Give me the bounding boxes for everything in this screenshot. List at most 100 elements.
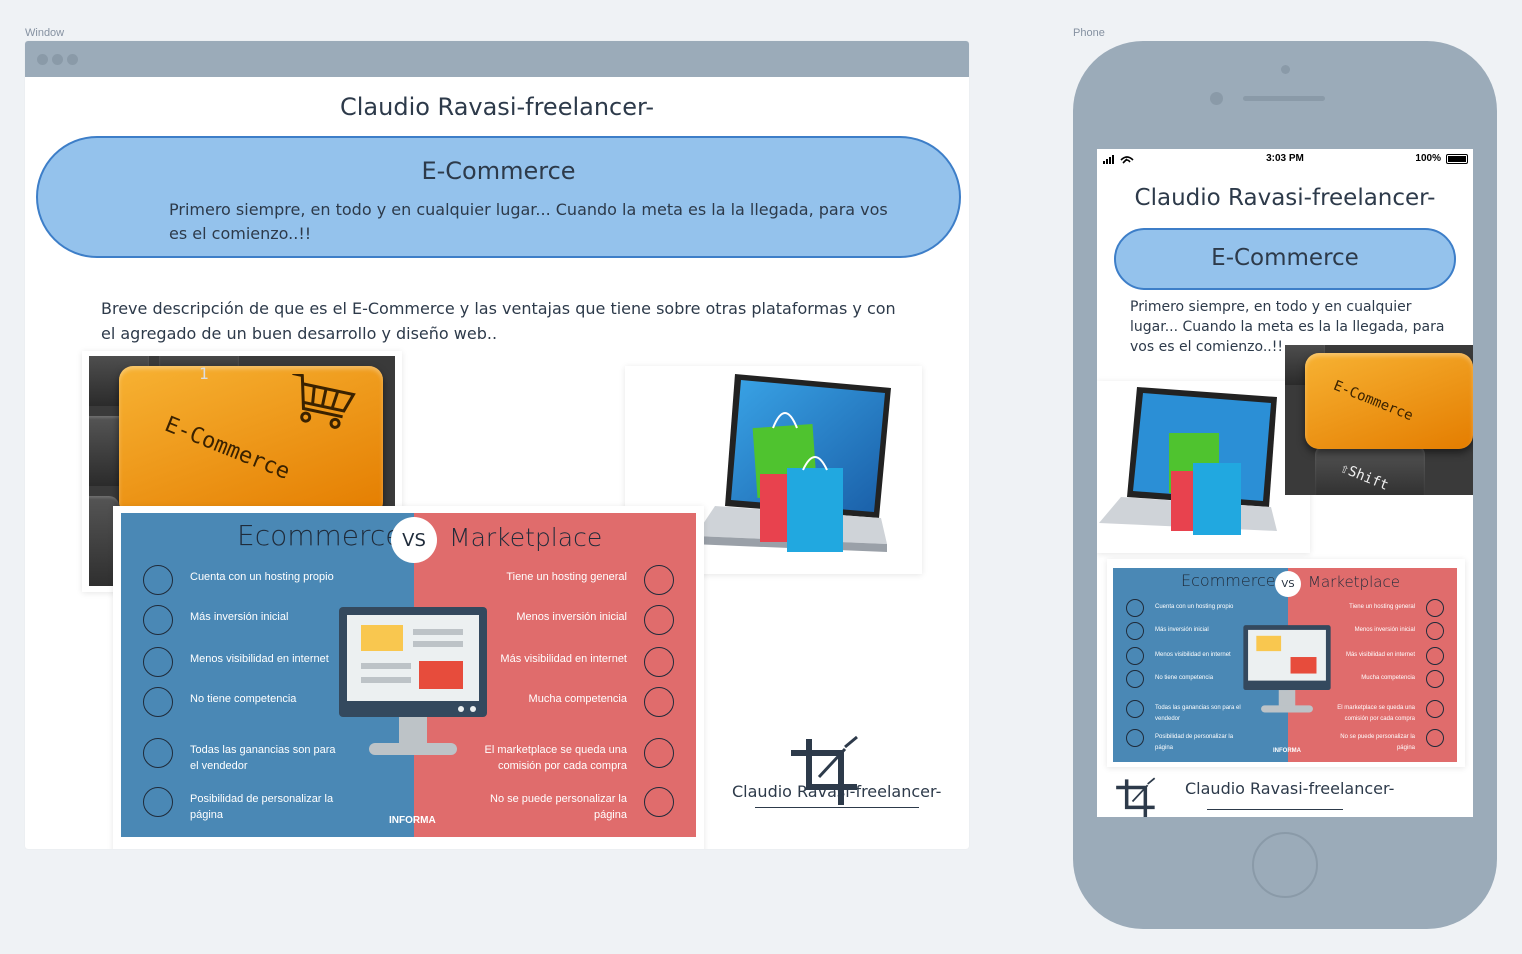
phone-camera [1281,65,1290,74]
right-row-text: Tiene un hosting general [506,571,627,583]
left-row-icon [143,605,173,635]
phone-crop-logo-icon [1116,777,1156,817]
right-row-icon [1426,599,1444,617]
window-content: Claudio Ravasi-freelancer- E-Commerce Pr… [25,77,969,849]
right-row-text: Mucha competencia [1361,675,1415,681]
left-row-icon [143,787,173,817]
phone-speaker [1243,96,1325,101]
left-row-text: Más inversión inicial [190,611,289,623]
right-row-icon [644,605,674,635]
left-row-text: Todas las ganancias son para el vendedor [1155,705,1241,722]
right-row-text: El marketplace se queda una comisión por… [1337,705,1415,722]
left-row-icon [143,738,173,768]
ecommerce-vs-marketplace-infographic: Ecommerce VS Marketplace INFORMA [121,513,696,837]
infographic-brand: INFORMA [389,815,436,826]
phone-infographic-right-title: Marketplace [1308,573,1400,591]
phone-home-button[interactable] [1252,832,1318,898]
phone-infographic-left-title: Ecommerce [1181,571,1276,590]
phone-infographic: Ecommerce VS Marketplace INFORMA Cuenta … [1113,568,1457,762]
keyboard-number-label: 1 [199,364,209,383]
phone-screen: 3:03 PM 100% Claudio Ravasi-freelancer- … [1097,149,1473,817]
left-row-text: No tiene competencia [1155,675,1214,681]
shopping-cart-icon [292,374,356,429]
laptop-shopping-bags-image [691,374,891,552]
key-image [1315,445,1425,495]
left-row-text: Cuenta con un hosting propio [1155,604,1234,610]
phone-orange-key [1305,353,1473,449]
hero-title: E-Commerce [421,157,576,185]
phone-laptop-image [1099,387,1277,535]
left-row-icon [1126,599,1144,617]
window-maximize-dot[interactable] [67,53,78,65]
phone-site-title: Claudio Ravasi-freelancer- [1134,185,1436,211]
battery-icon [1446,154,1468,164]
right-row-text: Tiene un hosting general [1349,604,1415,610]
left-row-icon [143,647,173,677]
phone-hero-banner: E-Commerce [1114,228,1456,290]
left-row-text: No tiene competencia [190,693,297,705]
right-row-icon [644,687,674,717]
right-row-icon [1426,647,1444,665]
window-frame-label: Window [25,27,65,39]
phone-front-sensor [1210,92,1223,105]
left-row-icon [1126,647,1144,665]
phone-infographic-card: Ecommerce VS Marketplace INFORMA Cuenta … [1107,559,1465,767]
infographic-left-title: Ecommerce [237,519,403,552]
window-close-dot[interactable] [37,53,48,65]
signal-icon [1103,155,1134,164]
phone-infographic-brand: INFORMA [1273,748,1301,754]
phone-footer-underline [1207,809,1343,810]
left-row-text: Todas las ganancias son para el vendedor [190,744,336,772]
laptop-shopping-card [625,366,922,574]
right-row-text: No se puede personalizar la página [1340,734,1415,751]
status-bar: 3:03 PM 100% [1097,149,1473,169]
right-row-icon [1426,670,1444,688]
phone-keyboard-image: E-Commerce ⇧Shift [1285,345,1473,495]
hero-text: Primero siempre, en todo y en cualquier … [169,200,888,243]
hero-banner: E-Commerce Primero siempre, en todo y en… [36,136,961,258]
left-row-text: Menos visibilidad en internet [1155,652,1231,658]
left-row-text: Menos visibilidad en internet [190,653,329,665]
window-minimize-dot[interactable] [52,53,63,65]
monitor-icon [339,607,487,755]
left-row-icon [1126,700,1144,718]
left-row-icon [143,687,173,717]
phone-frame-label: Phone [1073,27,1105,39]
left-row-icon [143,565,173,595]
crop-logo-icon [791,735,858,805]
right-row-icon [1426,622,1444,640]
left-row-text: Más inversión inicial [1155,627,1209,633]
status-time: 3:03 PM [1266,153,1304,164]
phone-laptop-card [1097,381,1310,553]
infographic-vs-badge: VS [391,517,437,563]
phone-monitor-icon [1243,625,1331,713]
status-battery-percent: 100% [1415,153,1441,164]
right-row-icon [1426,700,1444,718]
right-row-text: Mucha competencia [528,693,627,705]
phone-infographic-vs-badge: VS [1275,571,1301,597]
left-row-text: Posibilidad de personalizar la página [1155,734,1234,751]
phone-footer-name: Claudio Ravasi-freelancer- [1185,779,1395,798]
right-row-icon [644,738,674,768]
site-title: Claudio Ravasi-freelancer- [339,93,654,121]
left-row-icon [1126,729,1144,747]
right-row-icon [644,565,674,595]
footer-name: Claudio Ravasi-freelancer- [732,782,942,801]
right-row-text: Menos inversión inicial [516,611,627,623]
right-row-icon [644,647,674,677]
ecommerce-keyboard-image: E-Commerce 1 [89,356,395,586]
right-row-text: Más visibilidad en internet [1345,652,1415,658]
left-row-icon [1126,670,1144,688]
right-row-text: Más visibilidad en internet [500,653,627,665]
phone-hero-text: Primero siempre, en todo y en cualquier … [1130,299,1445,355]
window-title-bar [25,41,969,77]
ecommerce-keyboard-card: E-Commerce 1 [82,351,402,592]
infographic-card: Ecommerce VS Marketplace INFORMA [113,506,704,849]
footer-underline [755,807,919,808]
left-row-text: Cuenta con un hosting propio [190,571,334,583]
left-row-icon [1126,622,1144,640]
desktop-window: Claudio Ravasi-freelancer- E-Commerce Pr… [25,41,969,849]
right-row-icon [1426,729,1444,747]
left-row-text: Posibilidad de personalizar la página [190,793,334,821]
phone-device: 3:03 PM 100% Claudio Ravasi-freelancer- … [1073,41,1497,929]
